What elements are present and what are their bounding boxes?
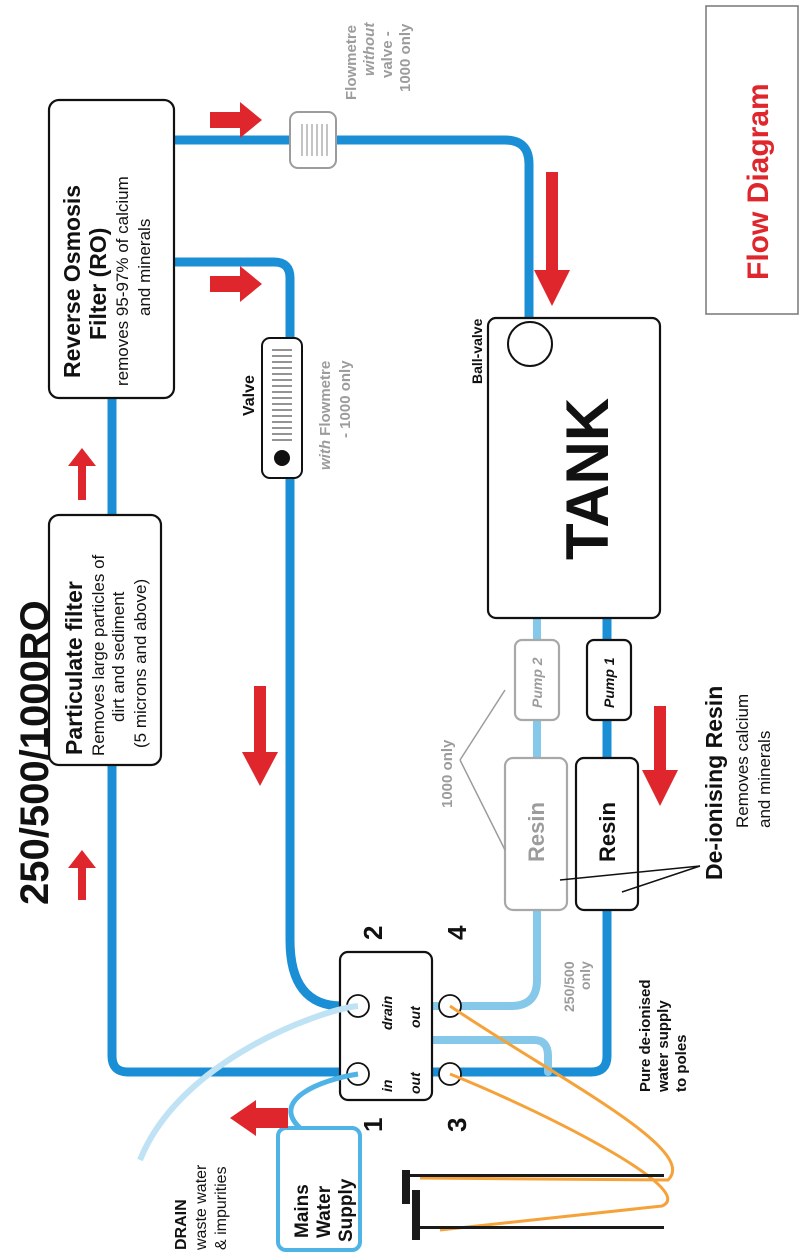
port-drain-label: drain <box>379 996 395 1030</box>
supply-hose-4 <box>419 1004 675 1182</box>
pump-1-box <box>585 638 633 722</box>
port-out-left-label: out <box>407 1071 423 1094</box>
port-number-3: 3 <box>442 1118 472 1132</box>
resin-grey-box <box>503 756 569 912</box>
drain-line-2: & impurities <box>213 1166 230 1250</box>
bypass-250-note: 250/500 <box>561 961 577 1012</box>
port-in-label: in <box>379 1080 395 1092</box>
arrow-up-particulate-2 <box>68 448 96 500</box>
mains-hose <box>288 1071 359 1130</box>
pipe-ro-to-tank <box>171 135 534 325</box>
arrow-down-valve <box>242 686 278 786</box>
pipe-to-particulate <box>107 375 347 1077</box>
flowmetre-top-line-2: without <box>361 22 378 76</box>
ball-valve-label: Ball-valve <box>469 318 485 384</box>
valve-knob-icon <box>274 450 290 466</box>
flowmetre-top-box <box>289 111 337 169</box>
valve-gauge-lines <box>272 349 292 441</box>
supply-line-3: to poles <box>673 1034 690 1092</box>
flowmetre-top-gauge <box>301 124 328 156</box>
port-number-2: 2 <box>358 926 388 940</box>
pole-brushes-icon <box>402 1170 664 1240</box>
mains-line-2: Water <box>314 1185 335 1238</box>
arrow-down-resin <box>642 706 678 806</box>
ro-title-line-2: Filter (RO) <box>85 228 111 340</box>
particulate-title: Particulate filter <box>61 581 87 755</box>
ro-filter-box <box>47 98 176 400</box>
mains-line-3: Supply <box>336 1178 357 1242</box>
arrow-right-ro-bottom <box>210 266 262 302</box>
resin-grey-label: Resin <box>524 802 549 862</box>
resin-black-label: Resin <box>595 802 620 862</box>
resin-black-box <box>574 756 640 912</box>
bypass-250-note-line-2: only <box>577 961 593 990</box>
pipe-tank-to-out4 <box>428 614 541 1010</box>
mains-water-supply-box <box>276 1126 362 1252</box>
valve-flow-note-line-2: - 1000 only <box>337 360 354 438</box>
particulate-line-1: Removes large particles of <box>89 554 108 756</box>
tank-box <box>486 316 662 620</box>
port-out-right-label: out <box>407 1005 423 1028</box>
flow-diagram-title: Flow Diagram <box>742 83 775 280</box>
valve-flow-note-prefix-text: with <box>317 440 334 470</box>
ball-valve-icon <box>507 321 553 367</box>
arrow-right-ro-top <box>210 102 262 138</box>
supply-line-1: Pure de-ionised <box>637 979 654 1092</box>
flowmetre-top-line-1: Flowmetre <box>343 25 360 100</box>
flowmetre-top-line-3: valve - <box>379 31 396 78</box>
port-number-4: 4 <box>442 925 472 940</box>
mains-line-1: Mains <box>292 1184 313 1238</box>
deionising-resin-line-2: and minerals <box>755 731 774 828</box>
drain-hose <box>137 1003 359 1162</box>
supply-hose-3 <box>439 1072 670 1232</box>
pipe-tank-to-out3 <box>427 613 612 1077</box>
tank-label: TANK <box>554 398 621 560</box>
model-title: 250/500/1000RO <box>13 600 57 905</box>
pumps-1000-only-note: 1000 only <box>439 739 456 808</box>
note-1000-bracket <box>459 689 506 851</box>
pump-1-label: Pump 1 <box>601 657 617 708</box>
drain-line-1: waste water <box>193 1164 210 1251</box>
manifold-box <box>338 950 434 1102</box>
resin-pointer-lines <box>559 865 701 893</box>
pump-2-label: Pump 2 <box>529 657 545 708</box>
ro-title-line-1: Reverse Osmosis <box>59 185 85 378</box>
particulate-line-3: (5 microns and above) <box>131 579 150 748</box>
supply-line-2: water supply <box>655 1000 672 1093</box>
valve-flowmetre-box <box>261 337 303 479</box>
arrow-down-tank <box>534 172 570 306</box>
deionising-resin-title: De-ionising Resin <box>701 686 727 880</box>
arrow-up-particulate-1 <box>68 850 96 900</box>
arrow-left-to-drain <box>230 1100 288 1136</box>
deionising-resin-line-1: Removes calcium <box>733 694 752 828</box>
pipe-ro-to-drain <box>171 257 347 1011</box>
drain-title: DRAIN <box>173 1199 190 1250</box>
pump-2-box <box>513 638 561 722</box>
flow-diagram-badge-box <box>705 5 799 315</box>
particulate-line-2: dirt and sediment <box>109 591 128 722</box>
valve-flow-note-rest: Flowmetre <box>317 361 334 440</box>
particulate-filter-box <box>47 513 163 767</box>
flowmetre-top-line-4: 1000 only <box>397 23 414 92</box>
ro-line-1: removes 95-97% of calcium <box>113 176 132 386</box>
port-number-1: 1 <box>358 1118 388 1132</box>
valve-label: Valve <box>241 375 258 416</box>
pipe-bypass-250 <box>428 1036 552 1076</box>
valve-flow-note-prefix: with Flowmetre <box>317 361 334 470</box>
ro-line-2: and minerals <box>135 219 154 316</box>
